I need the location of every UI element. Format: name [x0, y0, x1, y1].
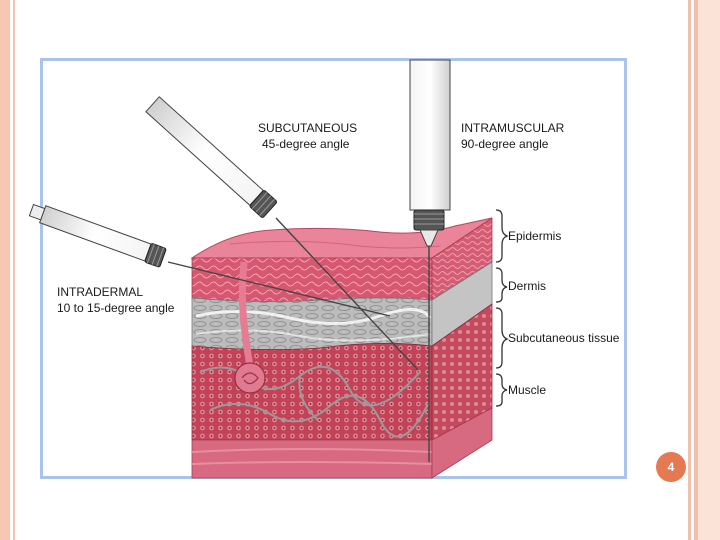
slide-left-border [0, 0, 15, 540]
subcutaneous-syringe [145, 96, 419, 371]
intradermal-angle: 10 to 15-degree angle [57, 301, 175, 315]
page-number-badge: 4 [656, 452, 686, 482]
label-muscle: Muscle [508, 383, 546, 397]
layer-brackets [495, 209, 509, 407]
skin-side-face [431, 217, 493, 479]
intradermal-title: INTRADERMAL [57, 285, 143, 299]
skin-front-face [191, 257, 433, 479]
intradermal-syringe [28, 203, 391, 317]
subcutaneous-title: SUBCUTANEOUS [258, 121, 357, 135]
sweat-gland [234, 261, 266, 394]
label-epidermis: Epidermis [508, 229, 561, 243]
subcutaneous-angle: 45-degree angle [262, 137, 350, 151]
label-subcutaneous-tissue: Subcutaneous tissue [508, 331, 620, 345]
intramuscular-syringe [409, 59, 451, 462]
intramuscular-title: INTRAMUSCULAR [461, 121, 565, 135]
intramuscular-angle: 90-degree angle [461, 137, 549, 151]
slide-right-border [686, 0, 720, 540]
label-dermis: Dermis [508, 279, 546, 293]
